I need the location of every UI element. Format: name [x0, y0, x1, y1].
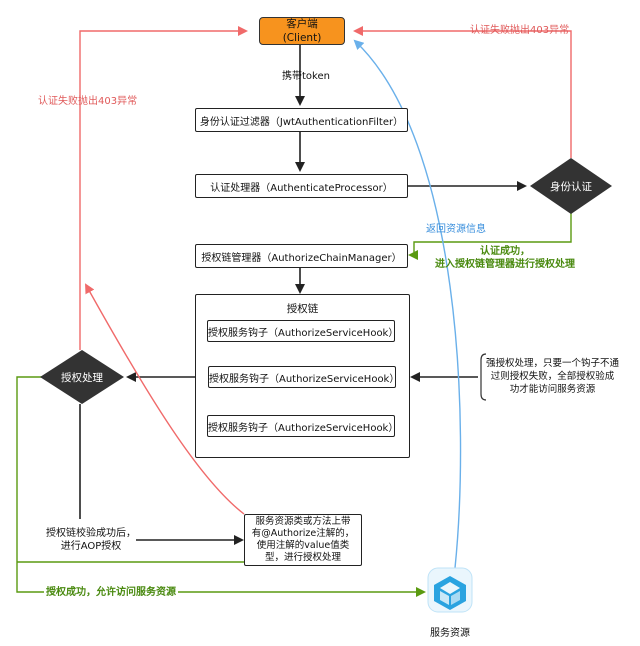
aop-authz-line: 授权链校验成功后，	[46, 528, 136, 539]
main-flow-arrows	[79, 45, 527, 545]
hook-label: 授权服务钩子（AuthorizeServiceHook）	[208, 327, 399, 339]
annotation-line: 使用注解的value值类	[256, 540, 350, 551]
chain-title: 授权链	[286, 303, 319, 315]
annotation-line: 有@Authorize注解的，	[251, 528, 355, 539]
carry-token-label: 携带token	[282, 71, 330, 82]
authz-process-label: 授权处理	[61, 372, 103, 384]
auth-fail-right-label: 认证失败抛出403异常	[470, 25, 570, 36]
hook-label: 授权服务钩子（AuthorizeServiceHook）	[208, 422, 399, 434]
strong-authz-line: 强授权处理，只要一个钩子不通	[485, 358, 619, 369]
hook-node: 授权服务钩子（AuthorizeServiceHook）	[207, 320, 399, 342]
chain-manager-label: 授权链管理器（AuthorizeChainManager）	[201, 252, 402, 264]
annotation-node: 服务资源类或方法上带 有@Authorize注解的， 使用注解的value值类 …	[244, 514, 362, 566]
auth-success-line: 认证成功，	[480, 246, 530, 257]
chain-manager-node: 授权链管理器（AuthorizeChainManager）	[195, 244, 408, 268]
aop-authz-label: 授权链校验成功后， 进行AOP授权	[46, 527, 136, 553]
hook-label: 授权服务钩子（AuthorizeServiceHook）	[209, 373, 400, 385]
authz-diamond	[40, 350, 124, 404]
cube-cluster-icon	[427, 567, 473, 613]
auth-fail-left-label: 认证失败抛出403异常	[38, 96, 138, 107]
strong-authz-note: 强授权处理，只要一个钩子不通 过则授权失败，全部授权验成 功才能访问服务资源	[485, 357, 620, 396]
hook-node: 授权服务钩子（AuthorizeServiceHook）	[207, 415, 399, 437]
annotation-line: 型，进行授权处理	[264, 552, 341, 563]
auth-success-line: 进入授权链管理器进行授权处理	[435, 259, 575, 270]
failure-arrows	[79, 26, 572, 515]
jwt-filter-node: 身份认证过滤器（JwtAuthenticationFilter）	[195, 108, 408, 132]
authz-success-label: 授权成功，允许访问服务资源	[44, 586, 178, 599]
client-node: 客户端 (Client)	[259, 17, 345, 45]
strong-authz-line: 功才能访问服务资源	[509, 384, 596, 395]
strong-authz-line: 过则授权失败，全部授权验成	[490, 371, 615, 382]
client-sublabel: (Client)	[282, 32, 322, 44]
note-bracket	[480, 353, 487, 401]
auth-processor-label: 认证处理器（AuthenticateProcessor）	[210, 182, 393, 194]
hook-node: 授权服务钩子（AuthorizeServiceHook）	[208, 366, 400, 388]
return-arrow	[353, 39, 462, 569]
client-label: 客户端	[286, 18, 318, 30]
identity-auth-diamond	[530, 158, 612, 214]
jwt-filter-label: 身份认证过滤器（JwtAuthenticationFilter）	[199, 116, 404, 128]
auth-success-label: 认证成功， 进入授权链管理器进行授权处理	[415, 245, 595, 271]
service-label: 服务资源	[430, 628, 470, 639]
identity-auth-label: 身份认证	[550, 181, 592, 193]
annotation-line: 服务资源类或方法上带	[255, 516, 351, 527]
aop-authz-line: 进行AOP授权	[60, 541, 122, 552]
return-resource-label: 返回资源信息	[426, 224, 486, 235]
auth-processor-node: 认证处理器（AuthenticateProcessor）	[195, 174, 408, 198]
